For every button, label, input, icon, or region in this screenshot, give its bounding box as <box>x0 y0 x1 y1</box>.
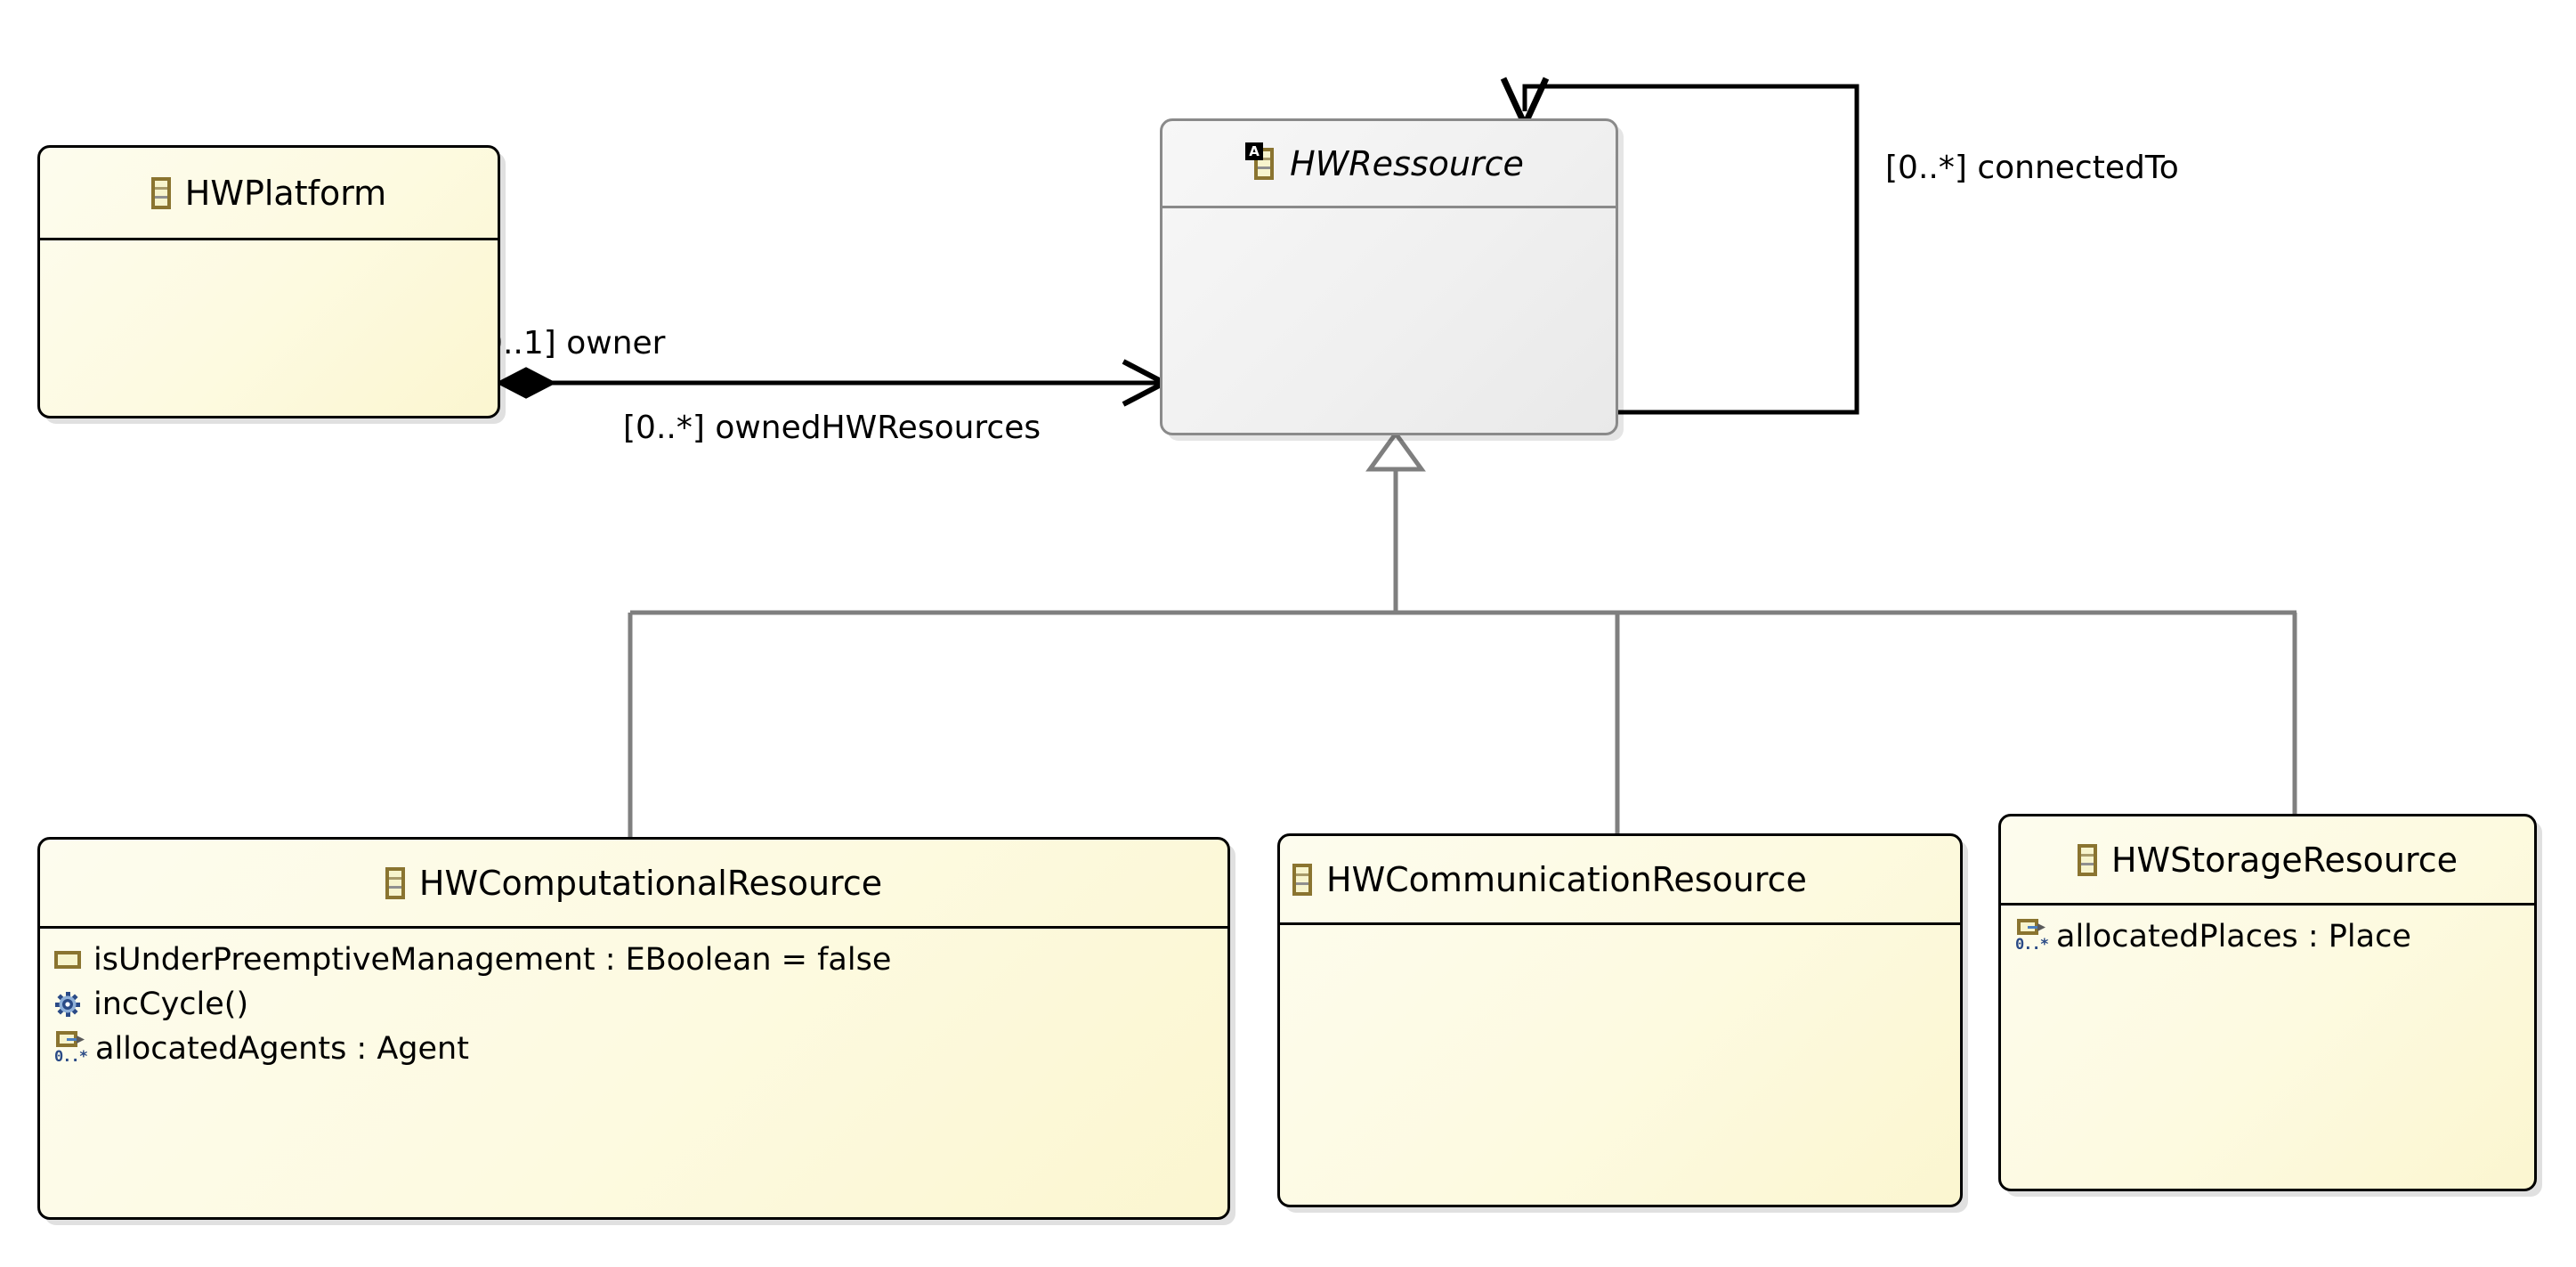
class-box-hwressource[interactable]: A HWRessource <box>1160 118 1618 435</box>
eattribute-icon <box>54 951 81 969</box>
composition-diamond-icon <box>495 367 557 399</box>
class-member-attribute[interactable]: isUnderPreemptiveManagement : EBoolean =… <box>40 938 1227 982</box>
ereference-icon: 0..* <box>2015 919 2049 954</box>
eclass-icon <box>150 176 171 209</box>
member-multiplicity-allocatedagents: 0..* <box>54 1048 88 1066</box>
class-box-hwplatform[interactable]: HWPlatform <box>37 145 500 418</box>
class-header-hwstorageresource: HWStorageResource <box>2001 816 2534 906</box>
member-label-allocatedplaces: allocatedPlaces : Place <box>2056 919 2411 954</box>
class-body-hwstorageresource: 0..* allocatedPlaces : Place <box>2001 906 2534 1189</box>
class-header-hwressource: A HWRessource <box>1162 121 1616 208</box>
class-body-hwplatform <box>40 240 498 416</box>
class-box-hwcomputationalresource[interactable]: HWComputationalResource isUnderPreemptiv… <box>37 837 1230 1220</box>
class-name-hwplatform: HWPlatform <box>184 173 387 213</box>
class-box-hwstorageresource[interactable]: HWStorageResource 0..* allocatedPlaces :… <box>1998 814 2537 1191</box>
class-member-reference[interactable]: 0..* allocatedAgents : Agent <box>40 1027 1227 1071</box>
class-member-operation[interactable]: incCycle() <box>40 982 1227 1027</box>
class-header-hwcomputationalresource: HWComputationalResource <box>40 840 1227 929</box>
self-association-label: [0..*] connectedTo <box>1885 150 2179 186</box>
eoperation-icon <box>54 991 81 1018</box>
eclass-icon <box>2077 843 2097 876</box>
eclass-icon: A <box>1245 142 1275 180</box>
class-name-hwstorageresource: HWStorageResource <box>2110 840 2459 880</box>
class-member-reference[interactable]: 0..* allocatedPlaces : Place <box>2001 914 2534 959</box>
member-label-inccycle: incCycle() <box>93 987 249 1022</box>
class-header-hwplatform: HWPlatform <box>40 148 498 240</box>
class-name-hwressource: HWRessource <box>1290 143 1524 183</box>
generalization-tree <box>628 467 2297 837</box>
class-name-hwcommunicationresource: HWCommunicationResource <box>1326 859 1807 899</box>
composition-target-label: [0..*] ownedHWResources <box>623 410 1041 446</box>
composition-arrowhead-icon <box>1122 359 1171 407</box>
eclass-icon <box>1292 863 1312 896</box>
class-box-hwcommunicationresource[interactable]: HWCommunicationResource <box>1277 833 1963 1207</box>
class-body-hwcommunicationresource <box>1280 925 1960 1205</box>
abstract-badge-icon: A <box>1245 142 1264 160</box>
eclass-icon <box>385 866 405 899</box>
class-name-hwcomputationalresource: HWComputationalResource <box>418 863 883 903</box>
composition-source-label: [0..1] owner <box>470 325 666 361</box>
member-label-allocatedagents: allocatedAgents : Agent <box>95 1031 469 1067</box>
class-body-hwressource <box>1162 208 1616 431</box>
ereference-icon: 0..* <box>54 1031 88 1067</box>
class-header-hwcommunicationresource: HWCommunicationResource <box>1280 836 1960 925</box>
generalization-triangle-icon <box>1365 429 1426 472</box>
member-label-isunderpreemptivemanagement: isUnderPreemptiveManagement : EBoolean =… <box>93 942 892 978</box>
class-body-hwcomputationalresource: isUnderPreemptiveManagement : EBoolean =… <box>40 929 1227 1217</box>
member-multiplicity-allocatedplaces: 0..* <box>2015 936 2049 954</box>
